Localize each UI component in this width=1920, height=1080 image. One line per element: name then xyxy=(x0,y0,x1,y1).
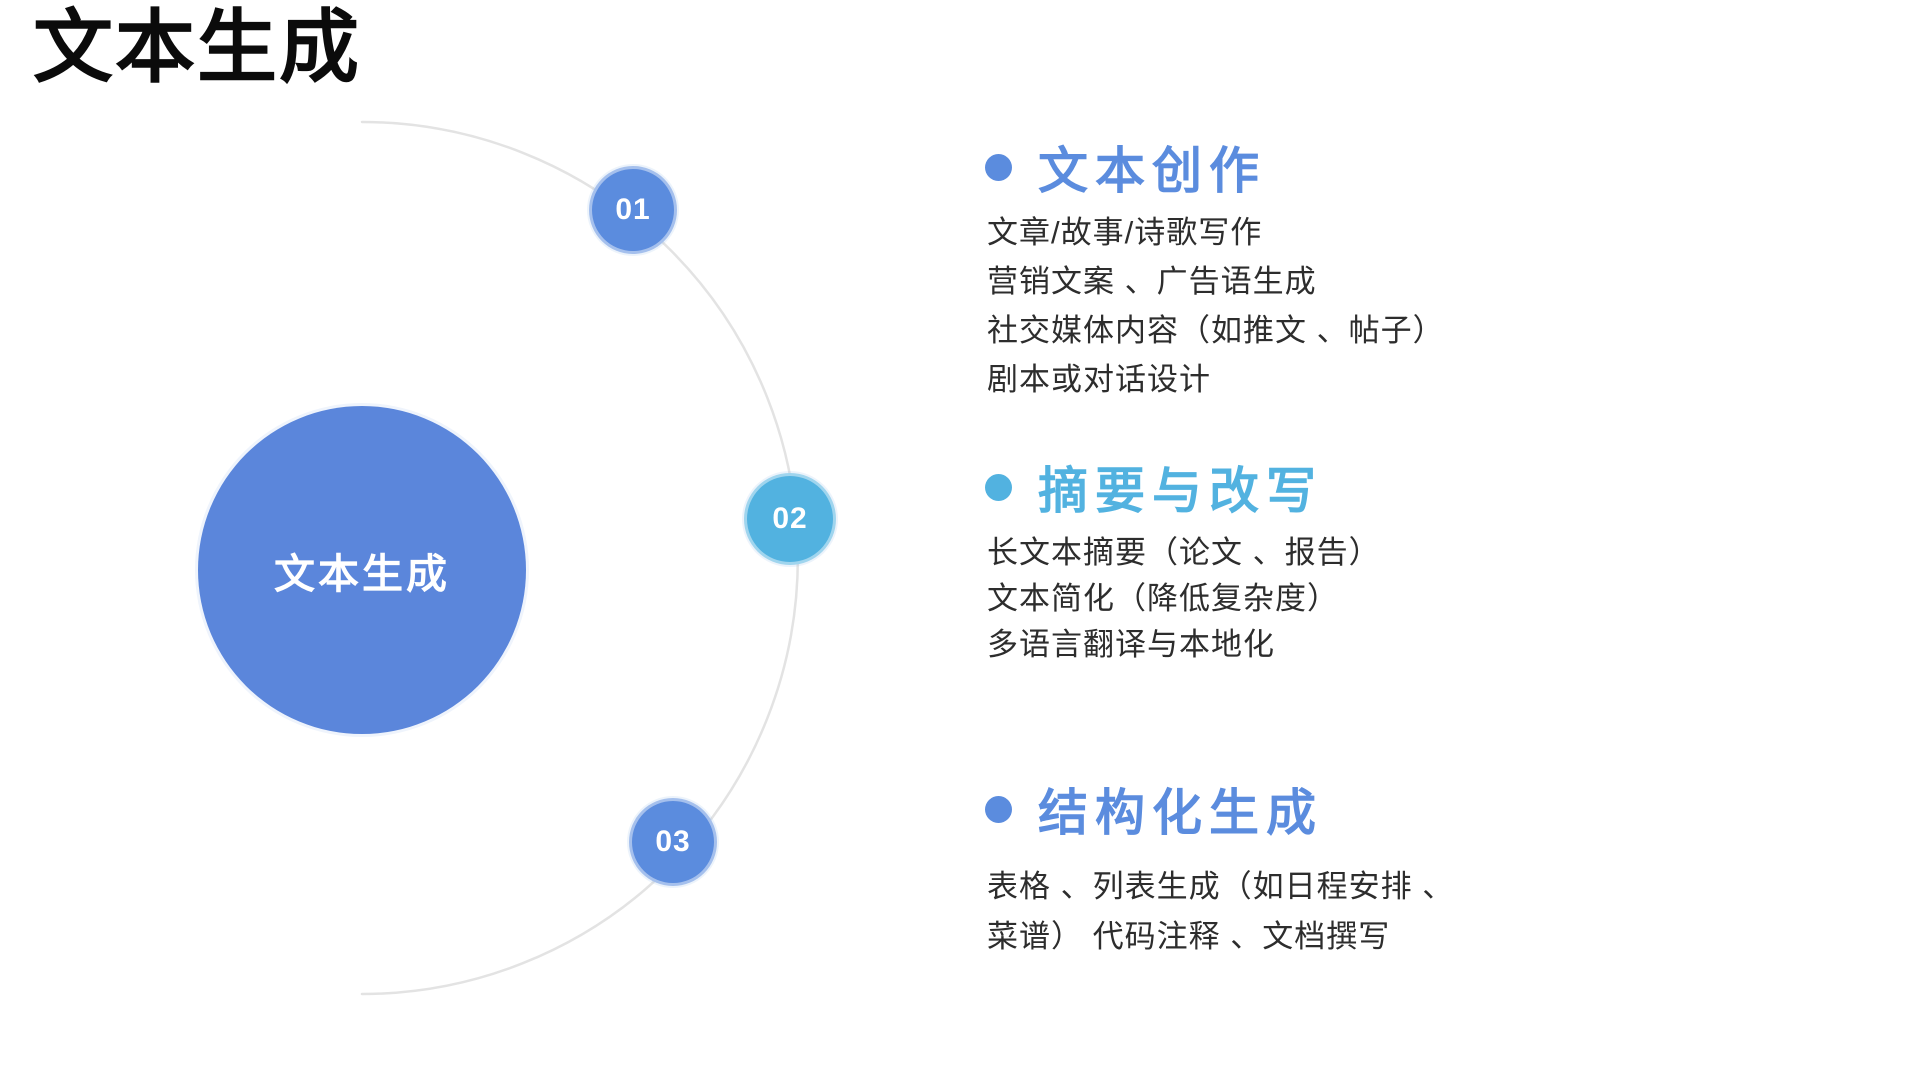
body-line: 长文本摘要（论文 、报告） xyxy=(987,535,1381,570)
section-heading: 文本创作 xyxy=(1038,143,1266,199)
bullet-icon xyxy=(985,153,1012,181)
orbit-node-03-label: 03 xyxy=(655,825,691,858)
orbit-node-02-label: 02 xyxy=(772,502,808,535)
body-line: 营销文案 、广告语生成 xyxy=(987,264,1317,299)
body-line: 剧本或对话设计 xyxy=(987,362,1211,397)
body-line: 表格 、列表生成（如日程安排 、 xyxy=(987,869,1455,904)
page-title: 文本生成 xyxy=(33,3,361,92)
section-heading-row: 结构化生成 xyxy=(985,782,1545,841)
central-topic-label: 文本生成 xyxy=(274,551,450,597)
section-structured-generation: 结构化生成 表格 、列表生成（如日程安排 、 菜谱） 代码注释 、文档撰写 xyxy=(985,782,1545,962)
section-body: 表格 、列表生成（如日程安排 、 菜谱） 代码注释 、文档撰写 xyxy=(987,862,1545,962)
bullet-icon xyxy=(985,473,1012,501)
orbit-node-01: 01 xyxy=(589,166,677,254)
section-text-creation: 文本创作 文章/故事/诗歌写作 营销文案 、广告语生成 社交媒体内容（如推文 、… xyxy=(985,140,1545,404)
orbit-node-01-label: 01 xyxy=(615,193,651,226)
bullet-icon xyxy=(985,795,1012,823)
central-topic-circle: 文本生成 xyxy=(198,406,526,734)
section-body: 文章/故事/诗歌写作 营销文案 、广告语生成 社交媒体内容（如推文 、帖子） 剧… xyxy=(987,208,1545,404)
section-summary-rewrite: 摘要与改写 长文本摘要（论文 、报告） 文本简化（降低复杂度） 多语言翻译与本地… xyxy=(985,460,1545,668)
body-line: 文章/故事/诗歌写作 xyxy=(987,215,1263,250)
section-heading-row: 摘要与改写 xyxy=(985,460,1545,519)
section-heading: 摘要与改写 xyxy=(1038,463,1323,519)
section-heading: 结构化生成 xyxy=(1038,785,1323,841)
orbit-node-02: 02 xyxy=(744,473,836,565)
section-heading-row: 文本创作 xyxy=(985,140,1545,199)
section-body: 长文本摘要（论文 、报告） 文本简化（降低复杂度） 多语言翻译与本地化 xyxy=(987,530,1545,668)
orbit-node-03: 03 xyxy=(629,798,717,886)
body-line: 社交媒体内容（如推文 、帖子） xyxy=(987,313,1445,348)
body-line: 多语言翻译与本地化 xyxy=(987,627,1275,662)
body-line: 文本简化（降低复杂度） xyxy=(987,581,1339,616)
body-line: 菜谱） 代码注释 、文档撰写 xyxy=(987,919,1391,954)
